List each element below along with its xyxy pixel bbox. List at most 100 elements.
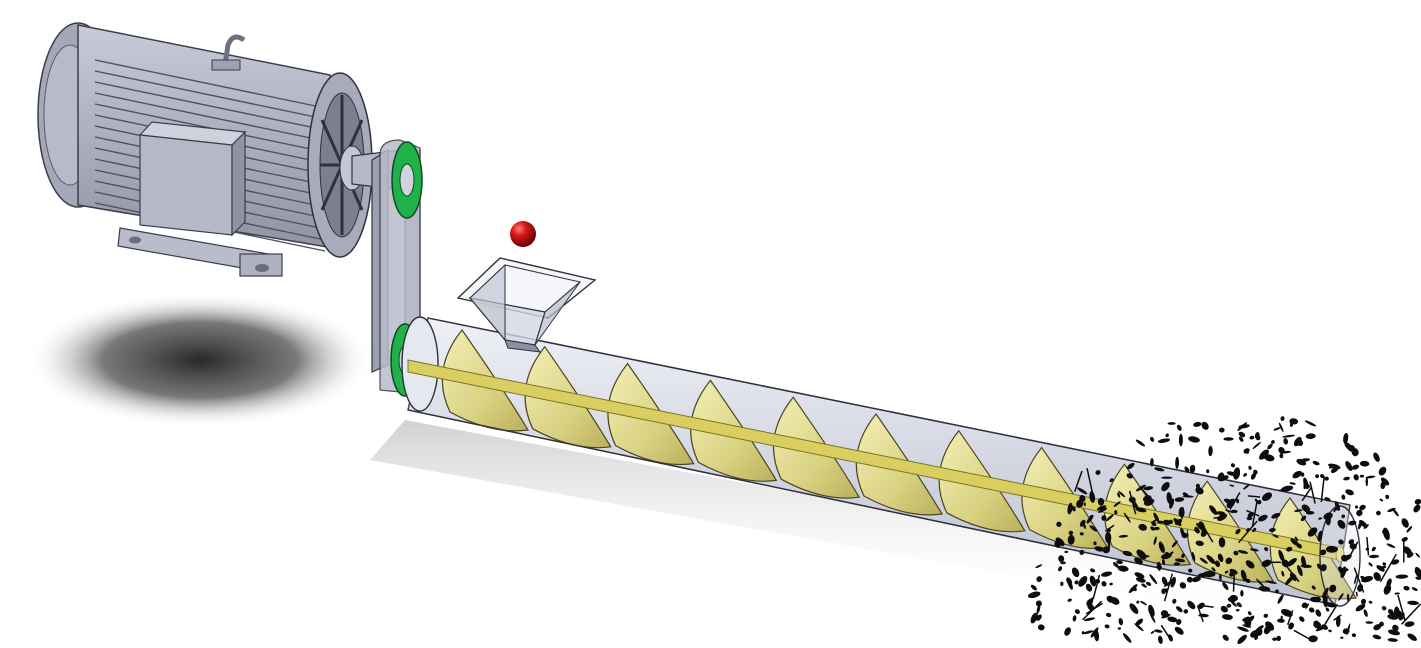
twig	[1225, 509, 1234, 514]
leaf	[1383, 584, 1392, 595]
twig	[1163, 573, 1174, 602]
leaf	[1173, 562, 1181, 566]
leaf	[1074, 580, 1079, 585]
leaf	[1067, 534, 1075, 545]
leaf	[1248, 465, 1252, 470]
leaf	[1303, 480, 1307, 490]
leaf	[1351, 633, 1356, 638]
twig	[1301, 486, 1313, 502]
leaf	[1135, 439, 1146, 447]
twig	[1200, 522, 1214, 543]
leaf	[1170, 551, 1174, 555]
leaf	[1175, 456, 1180, 469]
motor-fin	[94, 59, 326, 109]
leaf	[1067, 502, 1073, 515]
leaf	[1354, 505, 1359, 509]
leaf	[1195, 483, 1201, 489]
leaf	[1406, 552, 1414, 558]
leaf	[1196, 523, 1207, 531]
leaf	[1096, 505, 1107, 511]
leaf	[1296, 543, 1303, 549]
leaf	[1148, 604, 1155, 617]
leaf	[1056, 521, 1062, 527]
leaf	[1320, 474, 1325, 479]
leaf	[1229, 568, 1238, 575]
motor-fin	[94, 70, 326, 120]
leaf	[1286, 558, 1297, 567]
leaf	[1221, 614, 1233, 620]
leaf	[1240, 569, 1247, 582]
leaf	[1246, 619, 1252, 627]
leaf	[1249, 548, 1259, 552]
leaf	[1235, 498, 1240, 504]
leaf	[1143, 486, 1154, 491]
leaf	[1371, 546, 1376, 552]
leaf	[1194, 526, 1200, 534]
leaf	[1189, 464, 1196, 473]
electric-motor-icon	[37, 22, 403, 277]
leaf	[1150, 526, 1155, 531]
leaf	[1118, 534, 1129, 538]
leaf	[1027, 591, 1041, 599]
leaf	[1388, 629, 1400, 636]
leaf	[1271, 513, 1281, 519]
leaf	[1170, 576, 1176, 588]
leaf	[1368, 554, 1380, 559]
tube-outline	[407, 317, 1361, 607]
leaf	[1058, 555, 1065, 562]
twig	[1204, 605, 1214, 608]
leaf	[1036, 604, 1041, 614]
leaf	[1414, 498, 1421, 505]
leaf	[1368, 562, 1373, 567]
leaf	[1086, 514, 1094, 524]
leaf	[1264, 547, 1269, 552]
leaf	[1161, 558, 1166, 566]
leaf	[1172, 598, 1177, 604]
leaf	[1101, 515, 1107, 521]
leaf	[1195, 486, 1204, 495]
leaf	[1161, 476, 1173, 479]
leaf	[1415, 576, 1420, 580]
leaf	[1341, 494, 1346, 500]
leaf	[1054, 540, 1061, 548]
leaf	[1199, 557, 1208, 564]
leaf	[1261, 492, 1273, 502]
leaf	[1135, 618, 1144, 626]
twig	[1213, 516, 1222, 519]
leaf	[1126, 462, 1135, 470]
leaf	[1308, 635, 1318, 643]
leaf	[1030, 612, 1038, 624]
leaf	[1224, 570, 1229, 574]
leaf	[1272, 534, 1279, 538]
leaf	[1407, 600, 1419, 606]
leaf	[1117, 492, 1121, 498]
leaf	[1225, 557, 1233, 565]
leaf	[1240, 590, 1244, 597]
leaf	[1201, 421, 1209, 430]
twig	[1229, 492, 1241, 510]
leaf	[1265, 621, 1275, 631]
leaf	[1276, 635, 1282, 641]
leaf	[1404, 621, 1415, 627]
leaf	[1247, 611, 1252, 616]
leaf	[1413, 504, 1421, 513]
leaf	[1071, 567, 1080, 578]
leaf	[1275, 589, 1279, 594]
leaf	[1140, 600, 1147, 606]
leaf	[1238, 431, 1246, 438]
leaf	[1394, 610, 1402, 615]
leaf	[1312, 460, 1320, 466]
leaf	[1171, 540, 1178, 548]
leaf	[1325, 514, 1331, 526]
twig	[1092, 574, 1101, 599]
leaf	[1150, 436, 1155, 442]
leaf	[1378, 466, 1387, 476]
leaf	[1233, 550, 1239, 556]
leaf	[1300, 472, 1305, 477]
leaf	[1143, 498, 1155, 506]
twig	[1246, 509, 1260, 517]
leaf	[1220, 605, 1228, 613]
leaf	[1209, 505, 1218, 515]
leaf	[1280, 615, 1283, 620]
leaf	[1158, 541, 1165, 554]
